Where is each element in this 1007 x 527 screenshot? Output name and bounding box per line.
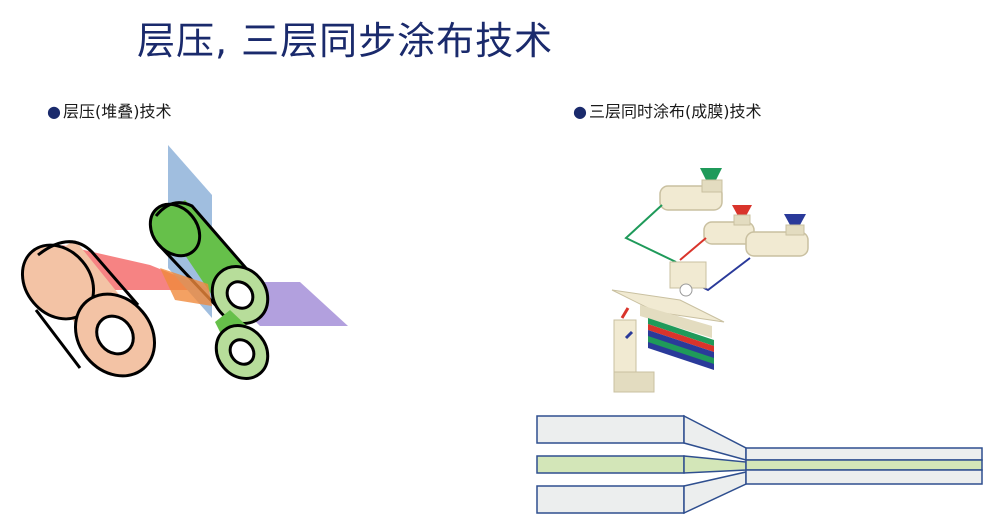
bullet-icon: ● [47,102,61,121]
funnel-middle [683,455,747,474]
overlap-accent [160,268,212,306]
blue-nozzle [624,330,634,340]
page-title: 层压, 三层同步涂布技术 [137,19,554,63]
layer-green-strip-lower [648,336,714,364]
bullet-icon: ● [573,102,587,121]
output-layer-bottom [745,469,983,485]
layer-green-strip [648,318,714,346]
red-hopper-icon [732,205,752,216]
green-hopper-icon [700,168,722,180]
die-head [669,261,707,289]
coating-block-front [640,305,712,338]
coating-heading-text: 三层同时涂布(成膜)技术 [588,102,762,121]
coating-block [611,289,725,323]
input-layer-top [536,415,685,444]
lamination-illustration [20,145,348,380]
red-nozzle [620,307,630,319]
coating-heading: ●三层同时涂布(成膜)技术 [573,98,761,122]
output-layer-middle [745,459,983,471]
layer-merge-schematic [536,414,983,515]
red-feed-line [679,237,707,261]
peach-roller [20,240,157,378]
lower-green-roller [214,310,270,380]
lamination-heading-text: 层压(堆叠)技术 [62,102,172,121]
support-base [613,371,655,393]
lamination-heading: ●层压(堆叠)技术 [47,98,171,122]
coating-machine-illustration [611,168,809,393]
upper-green-roller [148,200,270,325]
extruder-2 [703,214,755,245]
input-layer-bottom [536,485,685,514]
input-layer-middle [536,455,685,474]
layer-red-strip [648,324,714,352]
extruder-1 [659,179,723,211]
funnel-bottom [683,471,747,515]
die-gauge-icon [679,283,693,297]
green-feed-line [624,204,677,263]
funnel-top [683,414,747,461]
output-layer-top [745,447,983,461]
extruder-3 [745,224,809,257]
blue-hopper-icon [784,214,806,225]
